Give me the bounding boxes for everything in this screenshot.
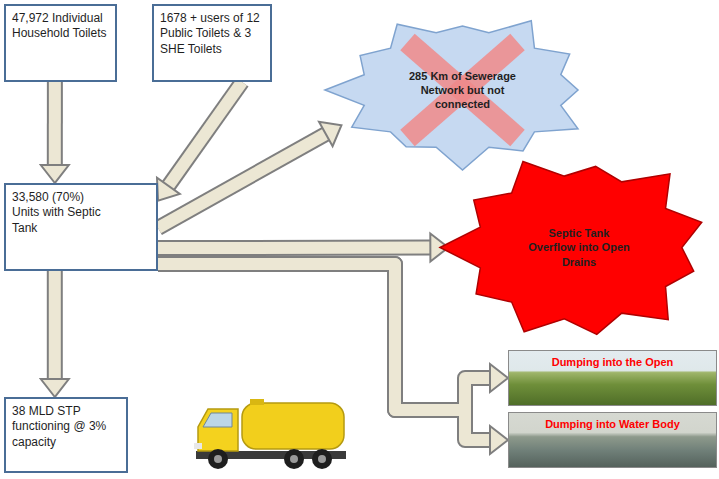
text-holder: Septic Tank Overflow into Open Drains	[527, 226, 631, 268]
box-text: 38 MLD STP functioning @ 3% capacity	[12, 404, 120, 450]
stp-box: 38 MLD STP functioning @ 3% capacity	[4, 397, 128, 473]
septic-tank-box: 33,580 (70%) Units with Septic Tank	[4, 183, 158, 271]
arrow-border	[168, 82, 242, 186]
overflow-starburst: Septic Tank Overflow into Open Drains	[440, 150, 718, 345]
box-text: 47,972 Individual Household Toilets	[12, 11, 109, 42]
arrow-head	[490, 364, 508, 392]
box-text: 1678 + users of 12 Public Toilets & 3 SH…	[160, 11, 264, 57]
arrow-head	[41, 165, 69, 183]
arrow-body	[168, 82, 242, 186]
truck-wheel	[208, 449, 228, 469]
truck-bumper	[194, 443, 202, 449]
arrow-body	[49, 82, 61, 165]
text-holder: 285 Km of Sewerage Network but not conne…	[393, 69, 533, 111]
public-toilets-box: 1678 + users of 12 Public Toilets & 3 SH…	[152, 4, 272, 82]
arrow-body	[158, 134, 326, 228]
block-arrow-outline	[54, 82, 55, 165]
block-arrow	[41, 271, 69, 397]
truck-hub	[214, 455, 222, 463]
dumping-open-photo: Dumping into the Open	[508, 350, 717, 406]
arrow-head	[319, 122, 342, 146]
block-arrow	[158, 234, 448, 262]
starburst-shape	[325, 21, 578, 170]
truck-cab	[198, 409, 238, 451]
arrow-border	[158, 264, 490, 410]
arrow-body	[158, 264, 490, 410]
block-arrow	[41, 82, 69, 183]
block-arrow-outline	[158, 247, 430, 249]
arrow-border	[158, 134, 326, 228]
block-arrow	[158, 264, 508, 410]
sewerage-starburst: 285 Km of Sewerage Network but not conne…	[325, 10, 600, 170]
starburst-text: Septic Tank Overflow into Open Drains	[527, 226, 631, 268]
photo-caption: Dumping into the Open	[509, 355, 716, 369]
block-arrow-outline	[54, 271, 55, 379]
text-holder: 33,580 (70%) Units with Septic Tank	[12, 190, 104, 236]
arrow-body	[158, 242, 430, 255]
photo-caption: Dumping into Water Body	[509, 417, 716, 431]
arrow-head	[157, 178, 180, 201]
arrow-border	[158, 240, 430, 257]
block-arrow-outline	[158, 264, 490, 410]
truck-hub	[318, 455, 326, 463]
starburst-text: 285 Km of Sewerage Network but not conne…	[393, 69, 533, 111]
arrow-head	[490, 426, 508, 454]
truck-wheel	[284, 449, 304, 469]
dumping-water-photo: Dumping into Water Body	[508, 412, 717, 468]
truck-tank-hatch	[250, 399, 264, 405]
block-arrow	[158, 264, 508, 454]
arrow-border	[47, 82, 63, 165]
household-toilets-box: 47,972 Individual Household Toilets	[4, 4, 117, 82]
block-arrow-outline	[158, 134, 326, 228]
truck-wheel	[312, 449, 332, 469]
arrow-head	[41, 379, 69, 397]
box-text: 33,580 (70%) Units with Septic Tank	[12, 190, 104, 236]
arrow-body	[49, 271, 61, 379]
truck-tank	[242, 403, 344, 449]
truck-hub	[290, 455, 298, 463]
truck-window	[203, 413, 232, 427]
tanker-truck-illustration	[190, 393, 350, 475]
block-arrow	[158, 122, 342, 228]
block-arrow-outline	[168, 82, 242, 186]
arrow-border	[47, 271, 63, 379]
starburst-shape	[440, 161, 702, 334]
